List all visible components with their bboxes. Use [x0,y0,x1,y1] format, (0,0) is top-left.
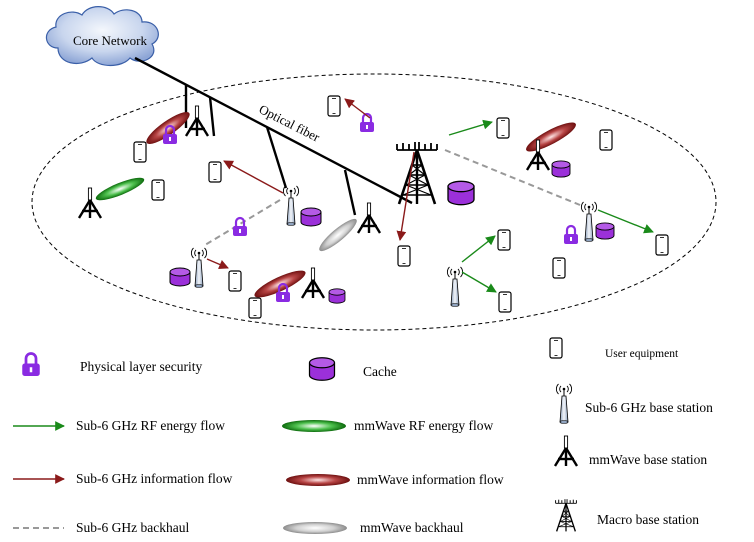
legend-mmw-energy: mmWave RF energy flow [282,418,494,433]
sub6-base-station [446,266,464,307]
legend-mmw-energy-label: mmWave RF energy flow [354,418,494,433]
user-equipment [208,161,222,183]
legend-mmw-backhaul-label: mmWave backhaul [360,520,464,535]
sub6-base-station [190,247,208,288]
cache-icon [551,160,571,178]
legend-sub6-bs-label: Sub-6 GHz base station [585,400,713,415]
legend-green-beam [282,420,346,432]
legend-mmw-info: mmWave information flow [286,472,504,487]
legend-mmw-bs: mmWave base station [553,434,707,468]
user-equipment [498,291,512,313]
user-equipment [497,229,511,251]
cache-icon [328,288,346,304]
cache-icon [595,222,615,240]
user-equipment [599,129,613,151]
optical-fiber [134,56,413,216]
legend-mmw-info-label: mmWave information flow [357,472,504,487]
lock-icon [20,352,42,378]
cache-icon [447,180,475,206]
mmwave-backhaul-beam [319,218,357,252]
macro-bs-icon [554,498,578,533]
lock-icon [231,216,249,238]
legend-macro-bs-label: Macro base station [597,512,699,527]
sub6-base-station [282,185,300,226]
phone-icon [549,337,563,359]
user-equipment [327,95,341,117]
legend-mmw-backhaul: mmWave backhaul [283,520,464,535]
core-network-label: Core Network [73,33,148,48]
legend-sub6-backhaul: Sub-6 GHz backhaul [13,520,189,535]
user-equipment [397,245,411,267]
legend-cache-label: Cache [363,364,397,379]
user-equipment [552,257,566,279]
mmwave-energy-beam [95,177,145,201]
legend-sub6-bs: Sub-6 GHz base station [555,383,713,424]
legend-mmw-bs-label: mmWave base station [589,452,707,467]
macro-base-station [395,140,439,206]
legend-sub6-info: Sub-6 GHz information flow [13,471,233,486]
legend-security: Physical layer security [20,352,202,378]
legend-sub6-energy: Sub-6 GHz RF energy flow [13,418,225,433]
mmwave-info-beam [146,112,190,144]
legend-cache: Cache [308,357,397,381]
sub6-backhaul-links [204,149,581,246]
cache-icon [300,207,322,227]
core-network-cloud: Core Network [45,6,159,67]
sub6-bs-icon [555,383,573,424]
mmwave-base-station [356,201,382,235]
sub6-energy-flows [448,119,654,293]
sub6-info-flows [206,98,415,270]
legend: Physical layer security Cache User equip… [13,337,713,535]
cache-icon [308,357,336,381]
legend-macro-bs: Macro base station [554,498,699,533]
legend-security-label: Physical layer security [80,359,202,374]
mmwave-base-station [184,104,210,138]
legend-ue-label: User equipment [605,348,679,360]
lock-icon [358,112,376,134]
user-equipment [228,270,242,292]
mmwave-base-station [77,186,103,220]
user-equipment [496,117,510,139]
legend-sub6-energy-label: Sub-6 GHz RF energy flow [76,418,225,433]
legend-gray-beam [283,522,347,534]
user-equipment [248,297,262,319]
cache-icon [169,267,191,287]
lock-icon [562,224,580,246]
mmwave-info-beam [526,122,576,152]
legend-sub6-backhaul-label: Sub-6 GHz backhaul [76,520,189,535]
user-equipment [655,234,669,256]
user-equipment [151,179,165,201]
legend-sub6-info-label: Sub-6 GHz information flow [76,471,233,486]
legend-red-beam [286,474,350,486]
user-equipment [133,141,147,163]
mmwave-bs-icon [553,434,579,468]
coverage-area [31,73,717,331]
legend-user-equipment: User equipment [549,337,679,360]
sub6-base-station [580,201,598,242]
